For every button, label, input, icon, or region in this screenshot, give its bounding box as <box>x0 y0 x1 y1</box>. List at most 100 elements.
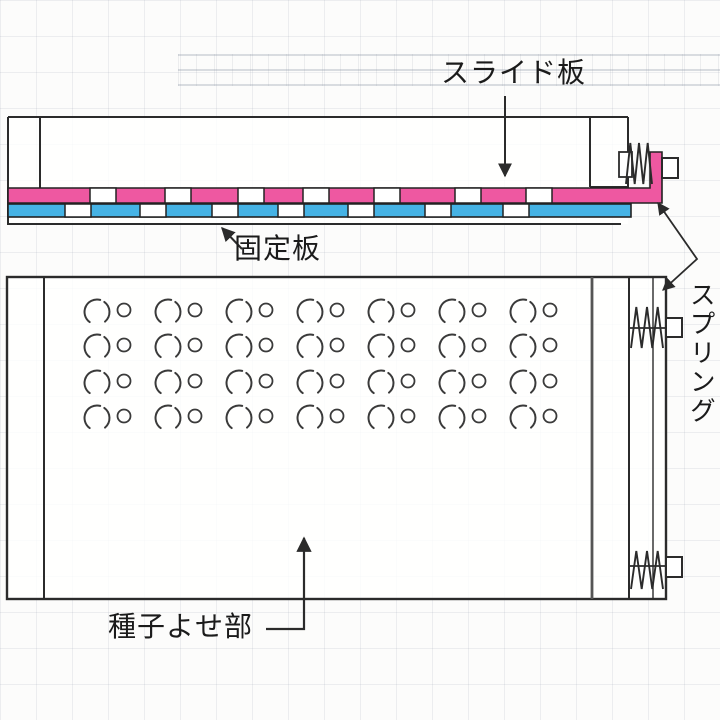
seed-hole-arc <box>367 305 375 324</box>
seed-drop-hole <box>258 302 274 318</box>
seed-hole-arc <box>83 340 91 359</box>
seed-hole-arc <box>509 411 517 430</box>
seed-hole-arc <box>316 406 324 429</box>
seed-hole-arc <box>529 406 537 429</box>
seed-hole-arc <box>225 411 233 430</box>
seed-drop-hole <box>116 302 132 318</box>
seed-drop-hole <box>116 337 132 353</box>
seed-hole-arc <box>509 340 517 359</box>
seed-drop-hole <box>471 337 487 353</box>
seed-cell <box>225 333 274 359</box>
seed-cell <box>83 369 132 395</box>
slide-plate-slot <box>89 187 117 204</box>
seed-drop-hole <box>258 373 274 389</box>
callout-arrows <box>221 96 699 631</box>
slide-plate-slot <box>237 187 265 204</box>
fixed-plate-slot <box>64 203 92 218</box>
seed-cell <box>296 369 345 395</box>
seed-cell <box>225 369 274 395</box>
seed-hole-arc <box>367 340 375 359</box>
fixed-plate-slot <box>424 203 452 218</box>
seed-hole-arc <box>316 335 324 358</box>
fixed-plate-slot <box>211 203 239 218</box>
seed-drop-hole <box>329 337 345 353</box>
seed-drop-hole <box>187 337 203 353</box>
seed-cell <box>367 298 416 324</box>
seed-drop-hole <box>471 302 487 318</box>
seed-drop-hole <box>329 408 345 424</box>
seed-cell <box>438 404 487 430</box>
spring-anchor-plate <box>618 151 633 178</box>
spring-coil <box>630 306 664 349</box>
fixed-plate-label: 固定板 <box>234 232 322 265</box>
seed-hole-arc <box>316 371 324 394</box>
seed-drop-hole <box>258 337 274 353</box>
seed-cell <box>225 298 274 324</box>
seed-hole-arc <box>154 376 162 395</box>
seed-hole-arc <box>174 406 182 429</box>
seed-cell <box>509 333 558 359</box>
seed-drop-hole <box>329 302 345 318</box>
seed-hole-arc <box>438 376 446 395</box>
seed-cell <box>154 404 203 430</box>
seed-drop-hole <box>400 373 416 389</box>
seed-tray-body <box>5 275 668 601</box>
seed-tray-lower-knob <box>665 556 683 578</box>
seed-hole-arc <box>296 340 304 359</box>
seed-drop-hole <box>187 408 203 424</box>
slide-plate-slot <box>302 187 330 204</box>
seed-cell <box>438 298 487 324</box>
seed-drop-hole <box>400 408 416 424</box>
seed-hole-arc <box>174 371 182 394</box>
seed-hole-arc <box>225 305 233 324</box>
slide-plate-slot <box>454 187 482 204</box>
spring-coil <box>625 142 653 185</box>
seed-hole-arc <box>103 406 111 429</box>
seed-hole-arc <box>174 335 182 358</box>
seed-drop-hole <box>542 373 558 389</box>
seed-cell <box>438 369 487 395</box>
seed-drop-hole <box>258 408 274 424</box>
seed-hole-arc <box>296 411 304 430</box>
seed-drop-hole <box>400 337 416 353</box>
seed-drop-hole <box>471 373 487 389</box>
slide-plate-slot <box>373 187 401 204</box>
seed-cell <box>154 369 203 395</box>
fixed-plate-slots <box>64 203 530 218</box>
spring-coil <box>630 550 664 590</box>
seed-tray-lower-spring <box>630 550 664 590</box>
seed-hole-arc <box>387 335 395 358</box>
seed-cell <box>509 369 558 395</box>
slide-plate-slot <box>525 187 553 204</box>
slide-plate-spring <box>625 142 653 185</box>
seed-cell <box>83 298 132 324</box>
seed-hole-arc <box>458 335 466 358</box>
fixed-plate-slot <box>347 203 375 218</box>
seed-cell <box>296 404 345 430</box>
fixed-plate-arrow <box>221 226 243 250</box>
seed-hole-arc <box>174 300 182 323</box>
seed-hole-arc <box>387 371 395 394</box>
seed-cell <box>154 298 203 324</box>
seed-drop-hole <box>116 373 132 389</box>
seed-hole-arc <box>154 305 162 324</box>
seed-drop-hole <box>471 408 487 424</box>
spring-label: スプリング <box>685 281 716 426</box>
seed-hole-arc <box>225 376 233 395</box>
seed-drop-hole <box>187 302 203 318</box>
seed-cell <box>296 298 345 324</box>
seed-hole-arc <box>438 340 446 359</box>
seed-hole-arc <box>367 411 375 430</box>
seed-hole-arc <box>83 411 91 430</box>
spring-double-arrow <box>657 201 699 291</box>
fixed-plate-slot <box>277 203 305 218</box>
fixed-plate-slot <box>502 203 530 218</box>
seed-tray-assembly <box>5 275 683 601</box>
seed-cell <box>225 404 274 430</box>
seed-hole-arc <box>103 300 111 323</box>
seed-hole-grid <box>83 298 558 430</box>
seed-tray-upper-knob <box>665 317 683 338</box>
slide-plate-label: スライド板 <box>441 56 587 89</box>
seed-drop-hole <box>542 302 558 318</box>
